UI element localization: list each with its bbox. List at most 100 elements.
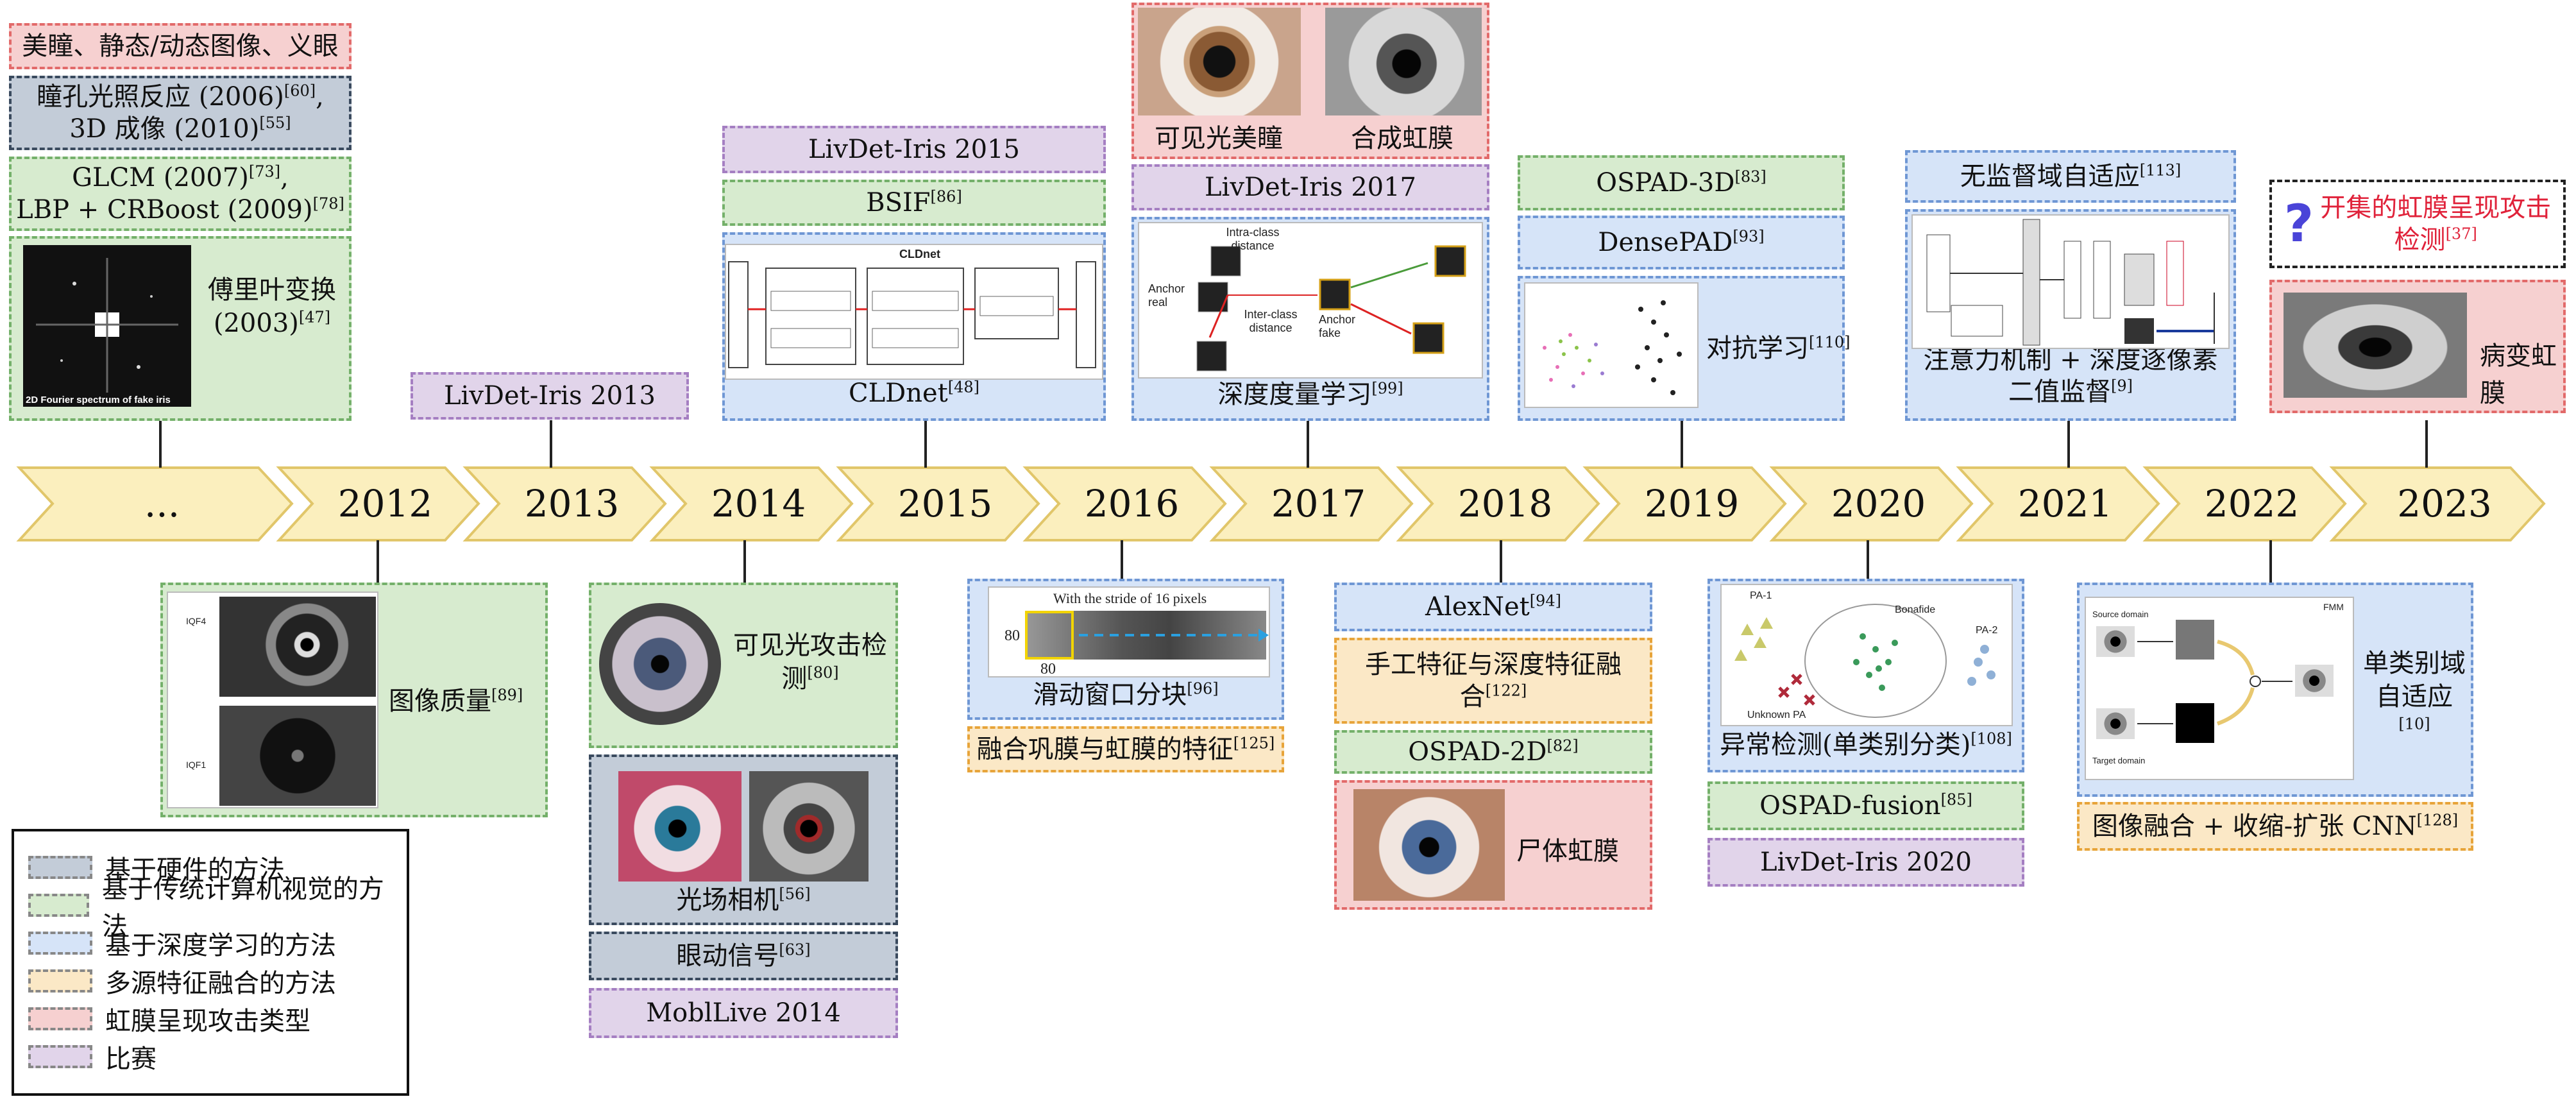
- attack-types-box: 美瞳、静态/动态图像、义眼: [9, 23, 352, 69]
- legend: 基于硬件的方法 基于传统计算机视觉的方法 基于深度学习的方法 多源特征融合的方法…: [12, 829, 409, 1096]
- iqf4-image: [219, 597, 376, 697]
- alexnet-label: AlexNet: [1425, 592, 1530, 622]
- metric-learning-figure: Intra-class distance Anchor real Inter-c…: [1138, 222, 1483, 379]
- source-eye-image: [2096, 626, 2135, 657]
- open-set-ref: [37]: [2445, 225, 2477, 243]
- alexnet-ref: [94]: [1529, 592, 1561, 610]
- adversarial-scatter-image: [1524, 282, 1699, 408]
- ospad-fusion-ref: [85]: [1940, 790, 1972, 809]
- imaging3d-label: 3D 成像 (2010): [69, 114, 260, 144]
- ospad3d-label: OSPAD-3D: [1596, 168, 1735, 198]
- eye-movement-label: 眼动信号: [676, 941, 779, 971]
- adversarial-scatter: [1543, 300, 1682, 395]
- output-eye-image: [2295, 665, 2334, 697]
- visible-attack-ref: [80]: [807, 663, 839, 682]
- source-dct-image: [2176, 620, 2214, 660]
- uda-box: 无监督域自适应[113]: [1905, 150, 2236, 203]
- timeline-arrow: [836, 466, 1040, 541]
- synthetic-iris-label: 合成虹膜: [1351, 124, 1453, 153]
- lightfield-image-right: [749, 771, 869, 882]
- legend-label: 基于硬件的方法: [105, 855, 285, 885]
- sliding-ref: [96]: [1187, 679, 1219, 698]
- quality-label: 图像质量[89]: [389, 686, 523, 716]
- cosmetic-lens-image: [1138, 8, 1301, 115]
- fusion-cnn-box: 图像融合 + 收缩-扩张 CNN[128]: [2077, 802, 2473, 851]
- open-set-label: 开集的虹膜呈现攻击检测: [2320, 193, 2552, 255]
- quality-ref: [89]: [491, 686, 523, 704]
- bsif-box: BSIF[86]: [722, 180, 1106, 226]
- legend-item: 虹膜呈现攻击类型: [28, 1000, 393, 1037]
- bsif-label: BSIF: [866, 188, 931, 217]
- eye-movement-ref: [63]: [779, 941, 811, 959]
- cldnet-diagram: [728, 261, 1096, 368]
- timeline-arrow: [1582, 466, 1787, 541]
- fig-anchor-fake: Anchor fake: [1319, 313, 1356, 339]
- metric-learning-label: 深度度量学习: [1217, 380, 1372, 409]
- adversarial-ref: [110]: [1809, 333, 1851, 352]
- legend-item: 基于传统计算机视觉的方法: [28, 874, 393, 941]
- timeline-year-label: 2014: [711, 482, 806, 525]
- mobilive-box: MoblLive 2014: [589, 988, 898, 1038]
- connector-2020: [1867, 540, 1869, 579]
- fig-unknown-pa: Unknown PA: [1747, 710, 1806, 720]
- ospad2d-label: OSPAD-2D: [1408, 737, 1547, 767]
- connector-2012: [377, 540, 379, 583]
- sliding-figure: With the stride of 16 pixels 80 80: [988, 586, 1270, 677]
- handcrafted-label: 手工特征与深度特征融合: [1365, 650, 1622, 711]
- fusion-cnn-label: 图像融合 + 收缩-扩张 CNN: [2092, 812, 2417, 841]
- timeline-year-label: 2018: [1458, 482, 1553, 525]
- iqf4-label: IQF4: [186, 616, 207, 626]
- iqf1-label: IQF1: [186, 760, 207, 770]
- ospad-fusion-box: OSPAD-fusion[85]: [1707, 781, 2024, 830]
- timeline-year-label: 2015: [898, 482, 993, 525]
- densepad-label: DensePAD: [1598, 228, 1733, 257]
- cosmetic-lens-label: 可见光美瞳: [1155, 124, 1283, 153]
- timeline-arrow: [1956, 466, 2160, 541]
- ospad3d-box: OSPAD-3D[83]: [1518, 155, 1845, 210]
- attention-diagram: [1926, 219, 2215, 346]
- timeline-arrow: [1022, 466, 1227, 541]
- fourier-label: 傅里叶变换 (2003)[47]: [208, 275, 336, 338]
- one-class-figure: FMM Source domain Target domain: [2085, 597, 2354, 780]
- fourier-spectrum-image: 2D Fourier spectrum of fake iris: [23, 245, 191, 407]
- timeline-arrow: [1209, 466, 1414, 541]
- connector-2015: [924, 420, 927, 468]
- livdet-2017-label: LivDet-Iris 2017: [1204, 173, 1417, 202]
- fig-pa1: PA-1: [1750, 590, 1772, 601]
- metric-learning-ref: [99]: [1371, 379, 1403, 398]
- window-height-label: 80: [1004, 627, 1020, 644]
- disease-label: 病变虹膜: [2480, 341, 2557, 408]
- livdet-2017-box: LivDet-Iris 2017: [1131, 164, 1489, 210]
- metric-learning-diagram: [1196, 245, 1466, 371]
- cadaver-label: 尸体虹膜: [1516, 837, 1619, 866]
- fig-intra-class: Intra-class distance: [1226, 226, 1280, 252]
- timeline-arrow: [1769, 466, 1974, 541]
- quality-figure: IQF4 IQF1: [167, 592, 378, 808]
- eye-movement-box: 眼动信号[63]: [589, 932, 898, 980]
- fig-inter-class: Inter-class distance: [1244, 308, 1298, 334]
- cldnet-ref: [48]: [947, 378, 979, 396]
- legend-swatch: [28, 1007, 92, 1030]
- timeline-arrow: [1396, 466, 1600, 541]
- sliding-arrow: [1079, 629, 1269, 642]
- densepad-box: DensePAD[93]: [1518, 216, 1845, 269]
- alexnet-box: AlexNet[94]: [1334, 583, 1652, 631]
- fig-source-domain: Source domain: [2092, 609, 2149, 619]
- cldnet-figure-title: CLDnet: [899, 248, 940, 260]
- one-class-label: 单类别域自适应[10]: [2363, 649, 2466, 733]
- mobilive-label: MoblLive 2014: [646, 998, 841, 1028]
- connector-2019: [1681, 420, 1683, 468]
- lightfield-image-left: [618, 771, 741, 882]
- handcrafted-ref: [122]: [1485, 681, 1527, 700]
- bsif-ref: [86]: [930, 187, 962, 206]
- synthetic-iris-image: [1325, 8, 1482, 115]
- glcm-box: GLCM (2007)[73], LBP + CRBoost (2009)[78…: [9, 157, 352, 231]
- timeline-year-label: 2016: [1085, 482, 1180, 525]
- cldnet-figure: CLDnet: [725, 244, 1103, 380]
- timeline-year-label: 2021: [2018, 482, 2113, 525]
- cadaver-iris-image: [1353, 789, 1505, 901]
- open-set-box: ? 开集的虹膜呈现攻击检测[37]: [2269, 180, 2566, 268]
- fourier-ref: [47]: [298, 308, 331, 327]
- legend-label: 基于传统计算机视觉的方法: [101, 874, 384, 941]
- one-class-arrows: [2137, 640, 2292, 726]
